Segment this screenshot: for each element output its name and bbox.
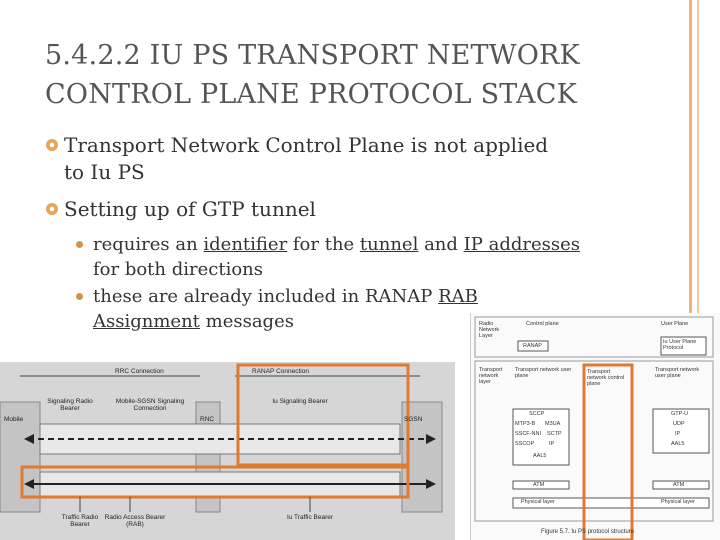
label-ranap-connection: RANAP Connection xyxy=(252,368,309,375)
stack-ip-right: IP xyxy=(675,431,681,437)
link-tunnel[interactable]: tunnel xyxy=(359,234,419,255)
bullet-1-line-1: Transport Network Control Plane is not a… xyxy=(64,133,549,157)
label-signaling-radio-bearer: Signaling Radio Bearer xyxy=(47,398,93,412)
hdr-transport-network-layer: Transport network layer xyxy=(479,367,503,385)
hdr-radio-network-layer: Radio Network Layer xyxy=(479,321,500,339)
stack-sscop: SSCOP xyxy=(515,441,535,447)
protocol-stack-graphic xyxy=(474,316,714,540)
link-rab[interactable]: RAB xyxy=(438,286,478,307)
stack-sctp: SCTP xyxy=(547,431,562,437)
label-traffic-radio-bearer: Traffic Radio Bearer xyxy=(61,514,99,528)
label-sgsn: SGSN xyxy=(404,416,423,423)
sub-2-text-b: messages xyxy=(199,311,294,332)
dot-bullet-icon xyxy=(76,241,83,248)
sub-bullet-1: requires an identifier for the tunnel an… xyxy=(76,232,653,282)
stack-sccp: SCCP xyxy=(529,411,545,417)
stack-gtpu: GTP-U xyxy=(671,411,689,417)
link-ip-addresses[interactable]: IP addresses xyxy=(463,234,580,255)
label-mobile: Mobile xyxy=(4,416,24,423)
sub-1-text-c: and xyxy=(418,234,464,255)
label-rrc-connection: RRC Connection xyxy=(115,368,164,375)
bearer-diagram-graphic xyxy=(0,363,443,513)
stack-iu-up: Iu User Plane Protocol xyxy=(663,339,697,351)
stack-atm-left: ATM xyxy=(533,482,545,488)
stack-ip-left: IP xyxy=(549,441,555,447)
hdr-tn-control-plane: Transport network control plane xyxy=(587,369,625,387)
sub-1-text-a: requires an xyxy=(93,234,204,255)
gear-bullet-icon xyxy=(46,139,58,151)
hdr-tn-user-plane: Transport network user plane xyxy=(515,367,572,379)
sub-1-text-b: for the xyxy=(287,234,360,255)
slide-title: 5.4.2.2 IU PS TRANSPORT NETWORK CONTROL … xyxy=(45,40,580,110)
sub-bullet-2: these are already included in RANAP RAB … xyxy=(76,284,653,334)
stack-aal5-right: AAL5 xyxy=(671,441,685,447)
stack-aal5-left: AAL5 xyxy=(533,453,547,459)
label-rab: Radio Access Bearer (RAB) xyxy=(104,514,166,528)
stack-atm-right: ATM xyxy=(673,482,685,488)
label-mobile-sgsn: Mobile-SGSN Signaling Connection xyxy=(115,398,185,412)
slide-border-rule-inner xyxy=(697,0,699,540)
sub-2-text-a: these are already included in RANAP xyxy=(93,286,439,307)
link-assignment[interactable]: Assignment xyxy=(93,311,200,332)
label-iu-signaling-bearer: Iu Signaling Bearer xyxy=(272,398,328,405)
bullet-1-line-2: to Iu PS xyxy=(64,160,145,184)
hdr-user-plane: User Plane xyxy=(661,321,689,327)
stack-udp: UDP xyxy=(673,421,685,427)
stack-physical-left: Physical layer xyxy=(521,499,555,505)
bullet-2: Setting up of GTP tunnel xyxy=(46,196,624,223)
stack-physical-right: Physical layer xyxy=(661,499,695,505)
hdr-control-plane: Control plane xyxy=(526,321,559,327)
bullet-1: Transport Network Control Plane is not a… xyxy=(46,132,624,186)
dot-bullet-icon xyxy=(76,293,83,300)
slide-border-rule xyxy=(689,0,692,540)
label-iu-traffic-bearer: Iu Traffic Bearer xyxy=(286,514,334,521)
stack-ranap: RANAP xyxy=(523,343,542,349)
sub-1-line-2: for both directions xyxy=(93,259,264,280)
gear-bullet-icon xyxy=(46,203,58,215)
link-identifier[interactable]: identifier xyxy=(203,234,288,255)
protocol-stack-diagram: Radio Network Layer Control plane User P… xyxy=(470,313,720,540)
bullet-2-text: Setting up of GTP tunnel xyxy=(64,197,316,221)
stack-sscf-nni: SSCF-NNI xyxy=(515,431,541,437)
figure-caption: Figure 5.7. Iu PS protocol structure xyxy=(541,529,635,535)
stack-m3ua: M3UA xyxy=(545,421,561,427)
stack-mtp3b: MTP3-B xyxy=(515,421,536,427)
label-rnc: RNC xyxy=(200,416,215,423)
bearer-diagram: RRC Connection RANAP Connection Mobile R… xyxy=(0,362,455,540)
hdr-tn-user-plane-2: Transport network user plane xyxy=(655,367,700,379)
